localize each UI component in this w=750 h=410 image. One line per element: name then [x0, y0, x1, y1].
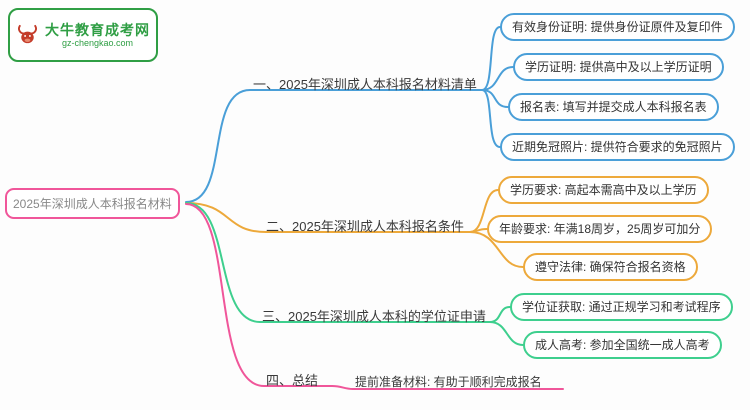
branch-1-label: 一、2025年深圳成人本科报名材料清单	[253, 77, 477, 92]
leaf-node-1-3: 报名表: 填写并提交成人本科报名表	[508, 93, 719, 121]
branch-2-label: 二、2025年深圳成人本科报名条件	[266, 219, 464, 234]
leaf-node-2-1: 学历要求: 高起本需高中及以上学历	[498, 176, 709, 204]
leaf-node-3-2: 成人高考: 参加全国统一成人高考	[523, 331, 722, 359]
leaf-node-1-4: 近期免冠照片: 提供符合要求的免冠照片	[500, 133, 735, 161]
leaf-node-2-3: 遵守法律: 确保符合报名资格	[523, 253, 698, 281]
leaf-node-2-2: 年龄要求: 年满18周岁，25周岁可加分	[487, 215, 713, 243]
branch-4-label: 四、总结	[266, 373, 319, 388]
logo-url: gz-chengkao.com	[61, 37, 134, 48]
root-node: 2025年深圳成人本科报名材料	[5, 188, 180, 219]
leaf-node-3-1: 学位证获取: 通过正规学习和考试程序	[510, 293, 733, 321]
leaf-node-1-1: 有效身份证明: 提供身份证原件及复印件	[500, 13, 735, 41]
site-logo: 大牛教育成考网 gz-chengkao.com	[8, 8, 158, 62]
bull-icon	[18, 24, 37, 44]
branch-3-label: 三、2025年深圳成人本科的学位证申请	[262, 309, 486, 324]
leaf-node-4-1: 提前准备材料: 有助于顺利完成报名	[355, 375, 542, 389]
leaf-node-1-2: 学历证明: 提供高中及以上学历证明	[513, 53, 724, 81]
logo-title: 大牛教育成考网	[45, 21, 150, 38]
